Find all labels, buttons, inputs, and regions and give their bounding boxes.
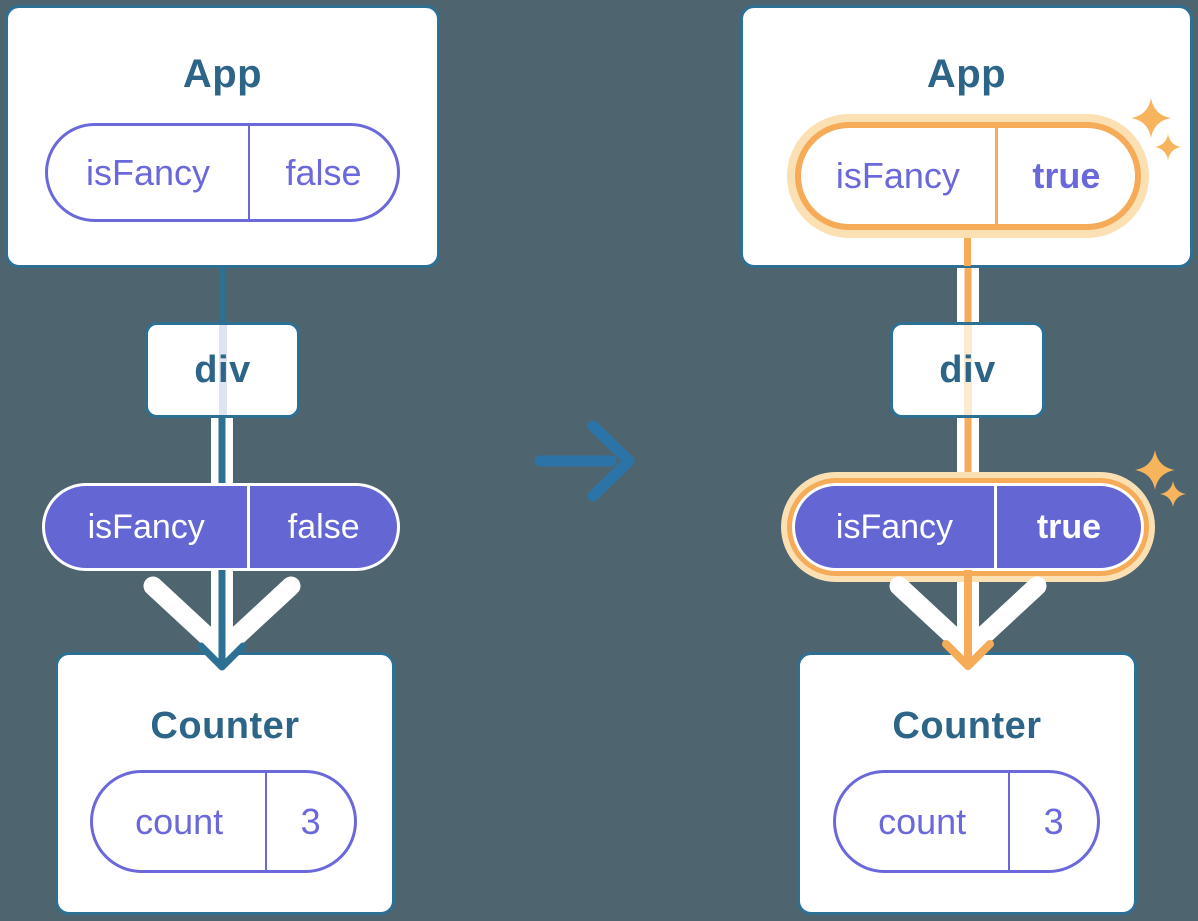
prop-value: false	[287, 507, 360, 546]
arrowhead-inner-orange-icon	[942, 570, 994, 670]
prop-value: true	[1032, 155, 1101, 196]
sparkle-icon	[1131, 98, 1171, 138]
state-value: 3	[1043, 800, 1064, 842]
state-pill-counter-after: count 3	[833, 770, 1100, 873]
arrowhead-inner-blue-icon	[197, 570, 247, 671]
transition-arrow-icon	[534, 420, 635, 502]
component-title-app: App	[182, 52, 263, 96]
state-value: 3	[300, 800, 321, 842]
edge-app-div-before	[219, 264, 226, 324]
state-name: count	[836, 773, 1011, 870]
component-title-div: div	[194, 348, 251, 391]
prop-line-in-app-after	[964, 222, 971, 266]
sparkle-icon	[1160, 481, 1186, 507]
sparkle-icon	[1135, 450, 1175, 490]
prop-name: isFancy	[48, 126, 250, 219]
prop-pipe-core	[964, 418, 972, 485]
pipe-through-div-before	[218, 325, 227, 415]
div-card-after: div	[890, 322, 1045, 418]
component-title-counter: Counter	[892, 705, 1042, 747]
prop-pill-app-after: isFancy true	[795, 122, 1141, 230]
prop-pipe-core	[964, 264, 972, 324]
prop-value: false	[285, 151, 362, 193]
prop-value: true	[1036, 507, 1102, 546]
prop-pipe-before-upper	[211, 418, 233, 485]
component-title-div: div	[939, 348, 996, 391]
prop-pipe-core	[218, 418, 226, 485]
state-pill-counter-before: count 3	[90, 770, 357, 873]
state-name: count	[93, 773, 268, 870]
pipe-through-div-after	[963, 325, 972, 415]
prop-pipe-after-upper	[957, 418, 979, 485]
component-title-app: App	[926, 52, 1007, 96]
div-card-before: div	[145, 322, 300, 418]
component-title-counter: Counter	[150, 705, 300, 747]
prop-name: isFancy	[795, 486, 997, 568]
sparkle-icon	[1155, 134, 1181, 160]
prop-pill-purple-after: isFancy true	[792, 483, 1144, 571]
prop-pill-purple-before: isFancy false	[42, 483, 400, 571]
prop-pill-app-before: isFancy false	[45, 123, 400, 222]
prop-pipe-after-top	[957, 264, 979, 324]
prop-name: isFancy	[45, 486, 251, 568]
prop-name: isFancy	[801, 128, 998, 224]
